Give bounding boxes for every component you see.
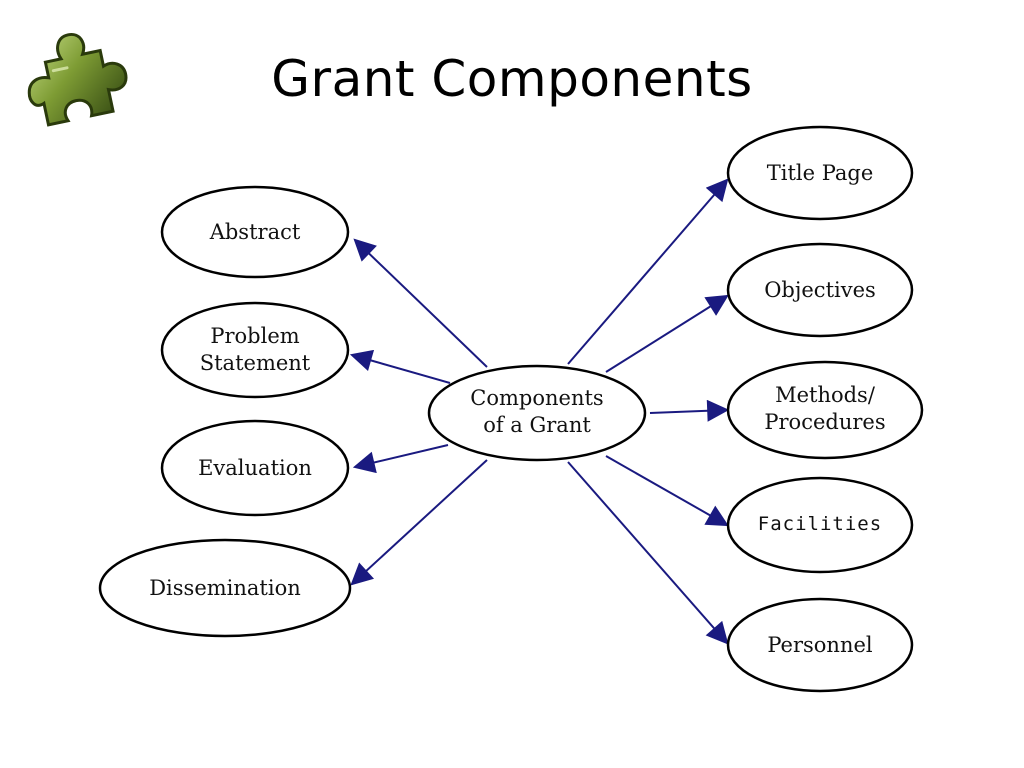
arrow-to-evaluation	[352, 444, 449, 474]
node-objectives: Objectives	[726, 242, 914, 338]
node-dissemination: Dissemination	[98, 538, 352, 638]
arrow-to-objectives	[605, 294, 729, 373]
center-node: Components of a Grant	[427, 364, 647, 462]
node-evaluation-label: Evaluation	[198, 456, 312, 480]
node-personnel-label: Personnel	[767, 633, 873, 657]
node-personnel: Personnel	[726, 597, 914, 693]
node-facilities-label: Facilities	[758, 513, 882, 535]
node-objectives-label: Objectives	[764, 278, 876, 302]
center-node-line2: of a Grant	[483, 413, 591, 437]
node-title-page: Title Page	[726, 125, 914, 221]
arrow-to-abstract	[353, 238, 488, 368]
slide-title: Grant Components	[271, 50, 753, 108]
node-abstract: Abstract	[160, 185, 350, 279]
node-dissemination-label: Dissemination	[149, 576, 301, 600]
puzzle-piece-icon	[27, 32, 128, 127]
node-title-page-label: Title Page	[767, 161, 874, 185]
arrow-to-facilities	[605, 455, 729, 527]
node-abstract-label: Abstract	[209, 220, 301, 244]
node-problem-statement-line1: Problem	[210, 324, 299, 348]
arrows-left	[349, 238, 488, 586]
center-node-line1: Components	[470, 386, 603, 410]
arrow-to-dissemination	[350, 459, 488, 586]
node-problem-statement-line2: Statement	[200, 351, 311, 375]
node-facilities: Facilities	[726, 476, 914, 574]
node-methods-procedures: Methods/ Procedures	[726, 360, 924, 460]
node-evaluation: Evaluation	[160, 419, 350, 517]
arrow-to-problem-statement	[349, 349, 451, 384]
arrow-to-title-page	[567, 178, 729, 365]
arrow-to-methods-procedures	[649, 399, 730, 422]
arrow-to-personnel	[567, 461, 729, 645]
arrows-right	[567, 178, 730, 645]
node-methods-procedures-line1: Methods/	[775, 383, 876, 407]
node-methods-procedures-line2: Procedures	[764, 410, 885, 434]
node-problem-statement: Problem Statement	[160, 301, 350, 399]
